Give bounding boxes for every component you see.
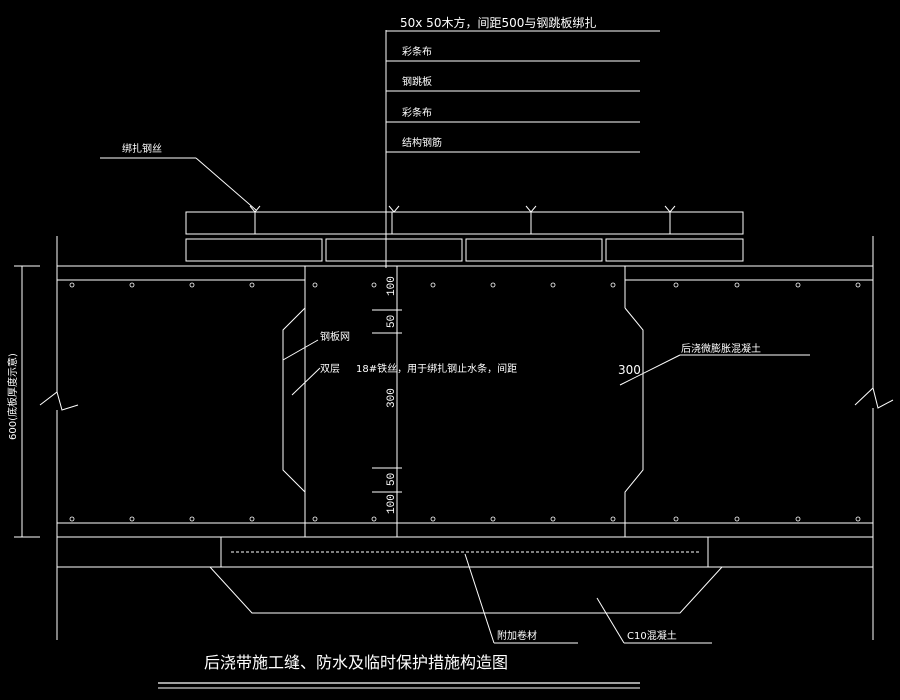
slab-thickness-dimension xyxy=(14,265,40,538)
layer3-label: 彩条布 xyxy=(402,106,432,119)
drawing-title: 后浇带施工缝、防水及临时保护措施构造图 xyxy=(204,653,508,672)
membrane-leader xyxy=(464,553,495,644)
slab-thickness-label: 600(底板厚度示意) xyxy=(6,353,19,440)
c10-bedding-outline xyxy=(57,566,873,614)
c10-leader xyxy=(596,597,625,644)
rebar-note-leader xyxy=(291,367,321,396)
post-pour-label: 后浇微膨胀混凝土 xyxy=(681,342,761,355)
dim-50-bottom: 50 xyxy=(386,473,398,486)
left-steel-mesh xyxy=(282,307,306,493)
center-dimension xyxy=(372,265,402,537)
c10-label: C10混凝土 xyxy=(627,629,677,642)
dim-100-top: 100 xyxy=(386,276,398,296)
extra-membrane-rect xyxy=(220,536,709,568)
post-pour-leader xyxy=(619,354,681,386)
dim-50-top: 50 xyxy=(386,315,398,328)
rebar-note-label: 18#铁丝，用于绑扎钢止水条，间距 xyxy=(356,362,517,375)
layer1-label: 彩条布 xyxy=(402,45,432,58)
dim-100-bottom: 100 xyxy=(386,494,398,514)
top-rebar-dots xyxy=(69,282,861,288)
steel-plank-row xyxy=(185,238,744,262)
bottom-rebar-dots xyxy=(69,516,861,522)
dim-300: 300 xyxy=(386,388,398,408)
membrane-label: 附加卷材 xyxy=(497,629,537,642)
binding-wire-label: 绑扎钢丝 xyxy=(122,142,162,155)
rebar-note-prefix: 双层 xyxy=(320,363,340,375)
binding-wire-leader xyxy=(195,157,257,211)
layer2-label: 钢跳板 xyxy=(402,75,432,88)
top-note-label: 50x 50木方，间距500与钢跳板绑扎 xyxy=(400,15,596,30)
top-board-row xyxy=(185,205,744,235)
layer4-label: 结构钢筋 xyxy=(402,136,442,149)
slab-outline xyxy=(39,236,894,640)
steel-mesh-leader xyxy=(282,339,319,361)
width-300-label: 300 xyxy=(618,363,641,377)
steel-mesh-label: 钢板网 xyxy=(320,330,350,343)
